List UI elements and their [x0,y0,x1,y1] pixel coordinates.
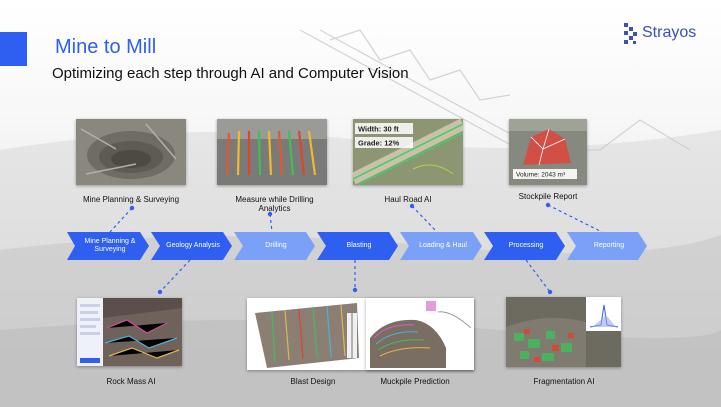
connector-drilling [269,213,273,233]
step-label-loading-haul: Loading & Haul [419,242,467,249]
chevron-reporting[interactable] [567,232,647,260]
haul-road-thumbnail[interactable]: Width: 30 ft Grade: 12% [353,119,463,185]
rock-mass-image [77,298,182,366]
brand-logo: Strayos [622,19,714,49]
title-accent-bar [0,32,27,66]
drill-data-image [217,119,327,185]
stockpile-caption: Stockpile Report [518,192,578,201]
haul-width-label: Width: 30 ft [358,125,399,134]
connector-loading-haul [411,205,438,233]
fragmentation-thumbnail[interactable] [506,297,621,367]
stockpile-image: Volume: 2043 m³ [509,119,587,185]
strayos-logo-icon [624,23,637,44]
fragmentation-caption: Fragmentation AI [533,377,595,386]
connector-geology [159,259,191,293]
muckpile-caption: Muckpile Prediction [380,377,450,386]
muckpile-thumbnail[interactable] [366,298,474,370]
stockpile-thumbnail[interactable]: Volume: 2043 m³ [509,119,587,185]
chevron-blasting[interactable] [317,232,398,260]
mwd-analytics-caption: Measure while Drilling Analytics [235,195,314,213]
step-label-geology-analysis: Geology Analysis [166,242,220,249]
chevron-processing[interactable] [484,232,565,260]
connector-mine-planning [109,207,133,233]
haul-road-image: Width: 30 ft Grade: 12% [353,119,463,185]
muckpile-image [366,298,474,370]
mine-survey-image [76,119,186,185]
brand-name: Strayos [642,24,697,41]
chevron-geology-analysis[interactable] [151,232,232,260]
step-label-mine-planning: Mine Planning & Surveying [84,238,136,253]
haul-road-caption: Haul Road AI [384,195,432,204]
connector-processing [525,259,551,293]
mine-planning-thumbnail[interactable] [76,119,186,185]
step-label-blasting: Blasting [346,242,372,249]
chevron-mine-planning[interactable] [67,232,149,260]
step-label-drilling: Drilling [265,242,287,249]
rock-mass-thumbnail[interactable] [77,298,182,366]
page-subtitle: Optimizing each step through AI and Comp… [52,65,409,82]
haul-grade-label: Grade: 12% [358,139,400,148]
fragmentation-image [506,297,621,367]
blast-design-caption: Blast Design [290,377,336,386]
rock-mass-caption: Rock Mass AI [106,377,156,386]
step-label-reporting: Reporting [593,242,625,249]
mine-planning-caption: Mine Planning & Surveying [82,195,180,204]
step-label-processing: Processing [508,242,544,249]
chevron-loading-haul[interactable] [400,232,482,260]
chevron-drilling[interactable] [234,232,315,260]
stockpile-volume-label: Volume: 2043 m³ [516,172,566,179]
mwd-analytics-thumbnail[interactable] [217,119,327,185]
page-title: Mine to Mill [55,36,157,58]
connector-reporting [547,204,603,233]
